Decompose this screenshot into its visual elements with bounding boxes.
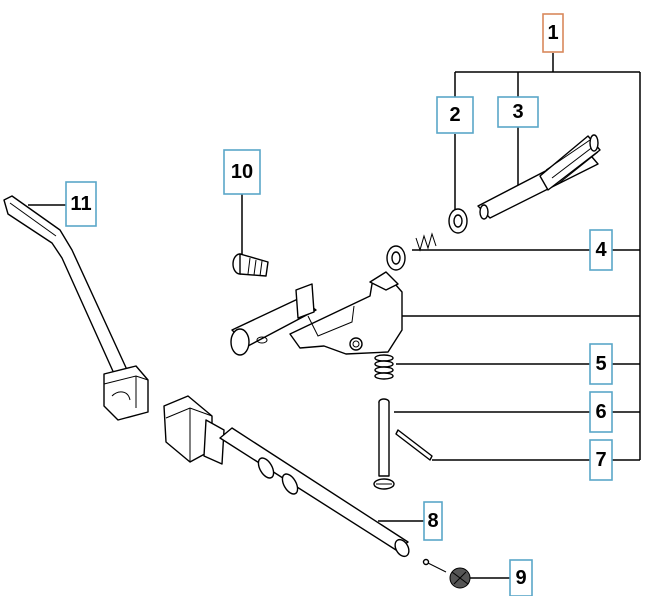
callout-label: 8 — [427, 510, 438, 532]
callout-8: 8 — [423, 501, 443, 541]
callout-label: 3 — [512, 101, 523, 123]
part-screw — [232, 253, 269, 277]
callout-6: 6 — [589, 391, 613, 433]
callout-3: 3 — [497, 96, 539, 128]
callout-label: 1 — [547, 22, 558, 44]
callout-4: 4 — [589, 229, 613, 271]
part-shaft — [477, 134, 601, 220]
part-rod — [163, 395, 410, 558]
part-spring-5 — [374, 354, 394, 380]
callout-9: 9 — [509, 559, 533, 596]
callout-7: 7 — [589, 439, 613, 481]
callout-label: 7 — [595, 449, 606, 471]
callout-label: 5 — [595, 353, 606, 375]
callout-label: 2 — [449, 104, 460, 126]
callout-2: 2 — [436, 96, 474, 134]
part-roll-pin — [395, 429, 433, 461]
part-pin — [373, 398, 395, 490]
callout-label: 11 — [70, 193, 91, 215]
callout-label: 4 — [595, 239, 607, 261]
leader-lines — [28, 53, 641, 579]
part-knob — [422, 558, 471, 589]
part-lever — [3, 195, 149, 421]
part-spring-4 — [386, 232, 437, 271]
callout-11: 11 — [65, 181, 97, 227]
callout-5: 5 — [589, 343, 613, 385]
callout-label: 10 — [231, 161, 253, 183]
part-washer — [448, 208, 468, 234]
callout-10: 10 — [223, 149, 261, 195]
callout-1: 1 — [542, 13, 564, 53]
callout-label: 6 — [595, 401, 606, 423]
part-bracket — [230, 271, 403, 356]
callout-label: 9 — [515, 567, 526, 589]
